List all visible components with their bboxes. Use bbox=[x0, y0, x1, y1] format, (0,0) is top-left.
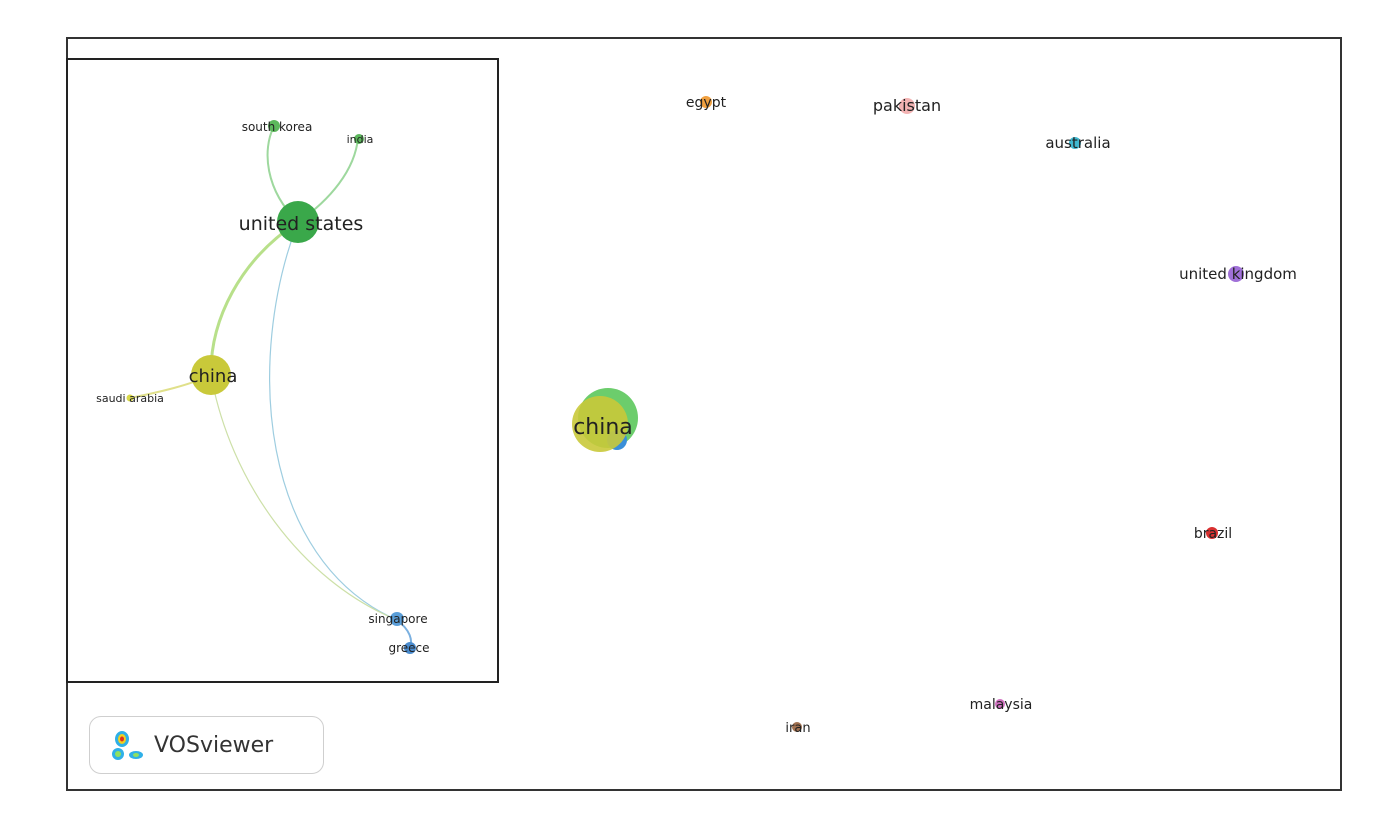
inset-node-south-korea[interactable]: south korea bbox=[242, 120, 313, 134]
node-label: iran bbox=[785, 721, 810, 736]
link-us-singapore bbox=[269, 221, 398, 621]
node-label: malaysia bbox=[970, 697, 1033, 713]
node-label: greece bbox=[388, 641, 429, 655]
node-label: united states bbox=[239, 213, 364, 235]
node-label: pakistan bbox=[873, 96, 941, 115]
vosviewer-logo: VOSviewer bbox=[89, 716, 324, 774]
node-brazil[interactable]: brazil bbox=[1194, 526, 1232, 542]
node-label: south korea bbox=[242, 120, 313, 134]
inset-network-panel[interactable] bbox=[66, 58, 499, 683]
node-label: brazil bbox=[1194, 526, 1232, 542]
inset-node-greece[interactable]: greece bbox=[388, 641, 429, 655]
link-group bbox=[129, 125, 413, 649]
inset-node-singapore[interactable]: singapore bbox=[368, 612, 428, 626]
node-label: australia bbox=[1045, 134, 1110, 152]
vosviewer-logo-text: VOSviewer bbox=[154, 732, 274, 758]
node-malaysia[interactable]: malaysia bbox=[970, 697, 1033, 713]
node-label: china bbox=[189, 366, 238, 387]
node-label: egypt bbox=[686, 95, 727, 111]
inset-node-india[interactable]: india bbox=[347, 133, 374, 146]
node-pakistan[interactable]: pakistan bbox=[873, 96, 941, 115]
inset-node-china[interactable]: china bbox=[189, 355, 238, 395]
node-label: china bbox=[573, 415, 633, 440]
node-label: singapore bbox=[368, 612, 427, 626]
node-label: united kingdom bbox=[1179, 265, 1297, 283]
node-iran[interactable]: iran bbox=[785, 721, 810, 736]
node-australia[interactable]: australia bbox=[1045, 134, 1110, 152]
inset-node-saudi-arabia[interactable]: saudi arabia bbox=[96, 392, 164, 405]
inset-node-united-states[interactable]: united states bbox=[239, 201, 364, 243]
node-united-kingdom[interactable]: united kingdom bbox=[1179, 265, 1297, 283]
node-label: india bbox=[347, 133, 374, 146]
link-us-china bbox=[209, 220, 299, 376]
node-china-cluster[interactable]: china bbox=[572, 388, 638, 452]
vosviewer-logo-icon bbox=[112, 731, 143, 760]
node-egypt[interactable]: egypt bbox=[686, 95, 727, 111]
link-china-singapore bbox=[210, 374, 398, 621]
node-label: saudi arabia bbox=[96, 392, 164, 405]
